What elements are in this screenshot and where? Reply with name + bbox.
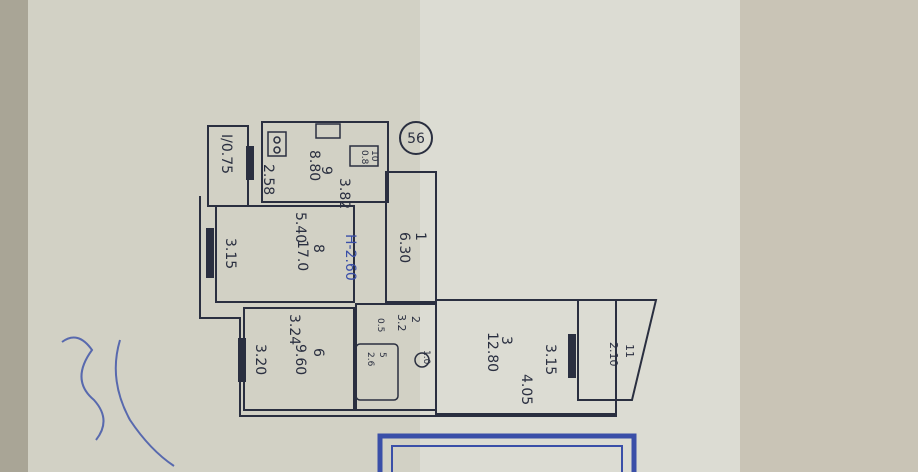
stamp <box>377 433 637 472</box>
dimension-3-20: 3.20 <box>252 344 268 375</box>
room-9-number: 9 <box>318 166 334 175</box>
window-room-6 <box>238 338 246 382</box>
window-kitchen <box>246 146 254 180</box>
room-3-number: 3 <box>498 336 514 345</box>
room-6-area: 9.60 <box>292 344 308 375</box>
window-room-3 <box>568 334 576 378</box>
dimension-3-15-left: 3.15 <box>222 238 238 269</box>
signature <box>61 336 175 467</box>
dimension-3-15-right: 3.15 <box>542 344 558 375</box>
room-1-number: 1 <box>412 232 428 241</box>
room-8-area: 17.0 <box>294 240 310 271</box>
dimension-0-5: 0.5 <box>375 318 385 332</box>
stove-icon <box>267 131 287 157</box>
dimension-3-82: 3.82 <box>336 178 352 209</box>
dimension-5-40: 5.40 <box>292 212 308 243</box>
apartment-number-circle <box>399 121 433 155</box>
room-9-area: 8.80 <box>306 150 322 181</box>
stove-burner-icon-2 <box>273 146 281 154</box>
room-1-area: 6.30 <box>396 232 412 263</box>
bathtub-icon <box>355 343 399 401</box>
room-1-outline <box>385 171 437 303</box>
apartment-number: 56 <box>407 131 425 147</box>
glare-overlay <box>420 0 740 472</box>
dimension-1-0: 1.0 <box>421 350 431 365</box>
room-5-area: 2.6 <box>365 352 375 367</box>
room-2-area: 3.2 <box>395 314 408 332</box>
room-11-outline <box>577 299 658 401</box>
room-3-area: 12.80 <box>484 332 500 372</box>
room-11-number: 11 <box>623 344 636 358</box>
room-8-outline <box>215 205 355 303</box>
room-10-area: 0.8 <box>359 150 369 165</box>
door-room-10 <box>315 123 341 139</box>
window-room-8 <box>206 228 214 278</box>
dimension-labels: 5.40 3.15 3.24 3.20 2.58 3.82 3.15 4.05 … <box>218 134 558 405</box>
walls <box>199 121 658 417</box>
dimension-balcony: I/0.75 <box>218 134 234 174</box>
room-6-number: 6 <box>310 348 326 357</box>
paper-edge <box>740 0 918 472</box>
outer-wall <box>199 196 617 417</box>
room-9-outline <box>261 121 389 203</box>
dimension-4-05: 4.05 <box>518 374 534 405</box>
stamp-inner <box>391 445 623 472</box>
room-labels: 9 8.80 10 0.8 1 6.30 8 17.0 2 3.2 5 2.6 … <box>292 150 636 375</box>
dimension-2-58: 2.58 <box>260 164 276 195</box>
windows <box>206 146 576 382</box>
room-11-area: 2.10 <box>607 342 620 367</box>
room-8-number: 8 <box>310 244 326 253</box>
room-5-number: 5 <box>377 352 387 358</box>
fixtures <box>267 123 430 401</box>
toilet-icon <box>414 352 430 368</box>
ceiling-height: H-2.60 <box>342 234 358 281</box>
room-2-number: 2 <box>409 316 422 323</box>
room-10-number: 10 <box>369 150 379 162</box>
sink-icon <box>349 145 379 167</box>
stove-burner-icon <box>273 136 281 144</box>
dimension-3-24: 3.24 <box>286 314 302 345</box>
